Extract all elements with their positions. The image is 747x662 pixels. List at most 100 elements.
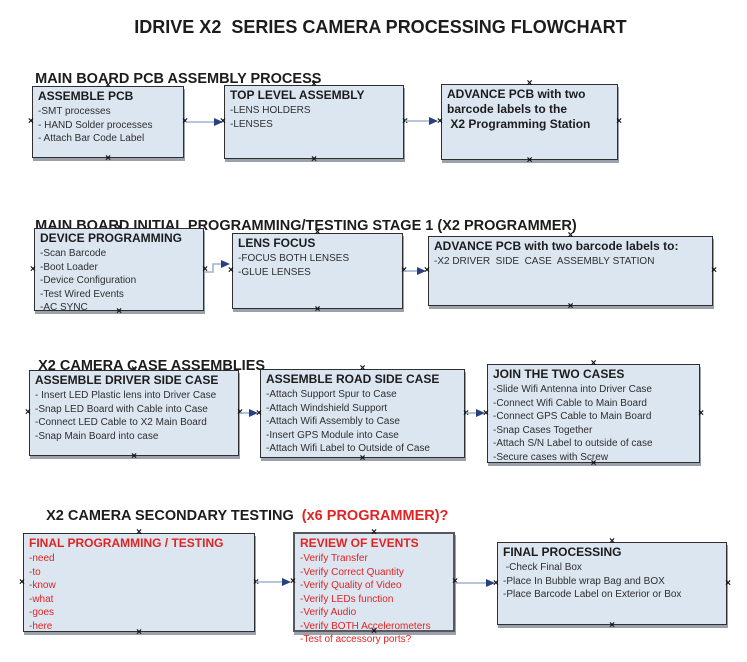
box-item: -Device Configuration (40, 275, 137, 286)
connection-handle-l[interactable]: × (483, 407, 489, 419)
connection-handle-l[interactable]: × (30, 263, 36, 275)
connection-handle-l[interactable]: × (424, 265, 430, 276)
connection-handle-t[interactable]: × (371, 527, 377, 538)
box-title: REVIEW OF EVENTS (300, 536, 419, 550)
box-items: -FOCUS BOTH LENSES-GLUE LENSES (238, 252, 397, 279)
box-item: -Attach Windshield Support (266, 402, 388, 414)
flow-box-review-of-events[interactable]: REVIEW OF EVENTS -Verify Transfer-Verify… (290, 528, 458, 646)
connector-arrow[interactable] (256, 578, 291, 586)
connection-handle-b[interactable]: × (590, 458, 597, 469)
flow-box-join-the-two-cases[interactable]: JOIN THE TWO CASES -Slide Wifi Antenna i… (483, 359, 704, 469)
flow-box-assemble-driver-side-case[interactable]: ASSEMBLE DRIVER SIDE CASE - Insert LED P… (25, 365, 243, 462)
arrowhead-icon (221, 260, 230, 268)
connection-handle-l[interactable]: × (290, 576, 296, 587)
box-item: -Attach Support Spur to Case (266, 389, 397, 400)
box-title: FINAL PROGRAMMING / TESTING (29, 536, 224, 550)
connection-handle-b[interactable]: × (567, 301, 574, 312)
connection-handle-l[interactable]: × (437, 116, 443, 127)
connection-handle-t[interactable]: × (105, 80, 111, 91)
connection-handle-b[interactable]: × (136, 627, 142, 638)
connection-handle-b[interactable]: × (371, 626, 377, 637)
arrowhead-icon (476, 409, 485, 417)
arrowhead-icon (486, 579, 495, 587)
box-items: -Verify Transfer -Verify Correct Quantity… (300, 552, 448, 647)
box-title: JOIN THE TWO CASES (493, 367, 625, 381)
flow-box-assemble-road-side-case[interactable]: ASSEMBLE ROAD SIDE CASE -Attach Support … (256, 364, 469, 464)
connection-handle-b[interactable]: × (116, 306, 122, 317)
connection-handle-b[interactable]: × (105, 153, 111, 164)
connection-handle-t[interactable]: × (609, 536, 615, 547)
connection-handle-l[interactable]: × (493, 577, 499, 589)
connection-handle-r[interactable]: × (616, 116, 622, 127)
connector-arrow[interactable] (466, 409, 485, 417)
connection-handle-t[interactable]: × (314, 227, 321, 238)
box-title: ASSEMBLE ROAD SIDE CASE (266, 372, 440, 386)
connection-handle-t[interactable]: × (359, 363, 366, 374)
box-title: ADVANCE PCB with two barcode labels to t… (447, 87, 591, 131)
flow-box-final-programming-testing[interactable]: FINAL PROGRAMMING / TESTING -need-to-kno… (19, 528, 259, 638)
flow-box-lens-focus[interactable]: LENS FOCUS -FOCUS BOTH LENSES-GLUE LENSE… (228, 228, 407, 315)
connector-arrow[interactable] (405, 117, 438, 125)
connection-handle-t[interactable]: × (311, 79, 317, 90)
connection-handle-b[interactable]: × (359, 453, 366, 464)
box-item: -LENS HOLDERS (230, 105, 311, 116)
box-item: -Slide Wifi Antenna into Driver Case (493, 384, 652, 395)
box-item: - HAND Solder processes (38, 119, 153, 131)
box-item: -LENSES (230, 118, 273, 130)
box-title: TOP LEVEL ASSEMBLY (230, 88, 365, 102)
connection-handle-l[interactable]: × (25, 407, 31, 418)
arrowhead-icon (417, 267, 426, 275)
connection-handle-l[interactable]: × (256, 407, 262, 419)
flow-box-assemble-pcb[interactable]: ASSEMBLE PCB -SMT processes- HAND Solder… (28, 81, 188, 164)
flow-box-device-programming[interactable]: DEVICE PROGRAMMING -Scan Barcode-Boot Lo… (30, 223, 208, 317)
connection-handle-t[interactable]: × (567, 230, 574, 241)
box-item: -Verify Correct Quantity (300, 566, 404, 578)
connection-handle-r[interactable]: × (182, 116, 188, 127)
connection-handle-r[interactable]: × (725, 577, 731, 589)
arrowhead-icon (249, 409, 258, 417)
connector-arrow[interactable] (456, 579, 495, 587)
box-item: -Attach S/N Label to outside of case (493, 438, 653, 449)
connection-handle-r[interactable]: × (711, 265, 717, 276)
connector-arrow[interactable] (404, 267, 426, 275)
box-item: -Verify Transfer (300, 553, 368, 564)
connector-arrow[interactable] (240, 409, 258, 417)
box-item: -Test Wired Events (40, 288, 124, 300)
section-heading-text: X2 CAMERA SECONDARY TESTING (46, 508, 298, 524)
flow-box-advance-pcb-driver-side[interactable]: ADVANCE PCB with two barcode labels to: … (424, 231, 717, 312)
box-item: -Verify Quality of Video (300, 580, 402, 591)
connection-handle-t[interactable]: × (131, 364, 137, 375)
connection-handle-l[interactable]: × (220, 116, 226, 127)
connection-handle-b[interactable]: × (131, 451, 137, 462)
box-items: -Slide Wifi Antenna into Driver Case-Con… (493, 383, 694, 464)
box-title: FINAL PROCESSING (503, 545, 622, 559)
connection-handle-l[interactable]: × (228, 265, 234, 276)
connection-handle-b[interactable]: × (314, 304, 321, 315)
box-items: -LENS HOLDERS -LENSES (230, 104, 398, 131)
box-item: -Attach Wifi Assembly to Case (266, 416, 400, 427)
connector-arrow[interactable] (186, 118, 223, 126)
box-item: -Secure cases with Screw (493, 451, 609, 463)
section-heading-4: X2 CAMERA SECONDARY TESTING (x6 PROGRAMM… (30, 492, 448, 540)
connection-handle-l[interactable]: × (19, 576, 25, 588)
connection-handle-b[interactable]: × (526, 155, 533, 166)
connection-handle-r[interactable]: × (202, 263, 208, 275)
box-title: DEVICE PROGRAMMING (40, 231, 183, 245)
connection-handle-b[interactable]: × (311, 154, 317, 165)
connector-arrow[interactable] (205, 260, 230, 273)
connection-handle-t[interactable]: × (526, 78, 533, 89)
flow-box-final-processing[interactable]: FINAL PROCESSING -Check Final Box-Place … (493, 537, 731, 631)
connection-handle-b[interactable]: × (609, 620, 615, 631)
connection-handle-r[interactable]: × (698, 407, 704, 419)
connection-handle-t[interactable]: × (136, 527, 142, 538)
box-item: -Snap LED Board with Cable into Case (35, 403, 208, 415)
connection-handle-r[interactable]: × (452, 576, 458, 587)
box-item: -Place Barcode Label on Exterior or Box (503, 589, 682, 600)
connection-handle-t[interactable]: × (116, 222, 122, 233)
flow-box-advance-pcb-programming-station[interactable]: ADVANCE PCB with two barcode labels to t… (437, 79, 622, 166)
flow-box-top-level-assembly[interactable]: TOP LEVEL ASSEMBLY -LENS HOLDERS-LENSES … (220, 80, 408, 165)
connection-handle-t[interactable]: × (590, 358, 597, 369)
box-item: -Verify LEDs function (300, 593, 394, 605)
connection-handle-l[interactable]: × (28, 116, 34, 127)
